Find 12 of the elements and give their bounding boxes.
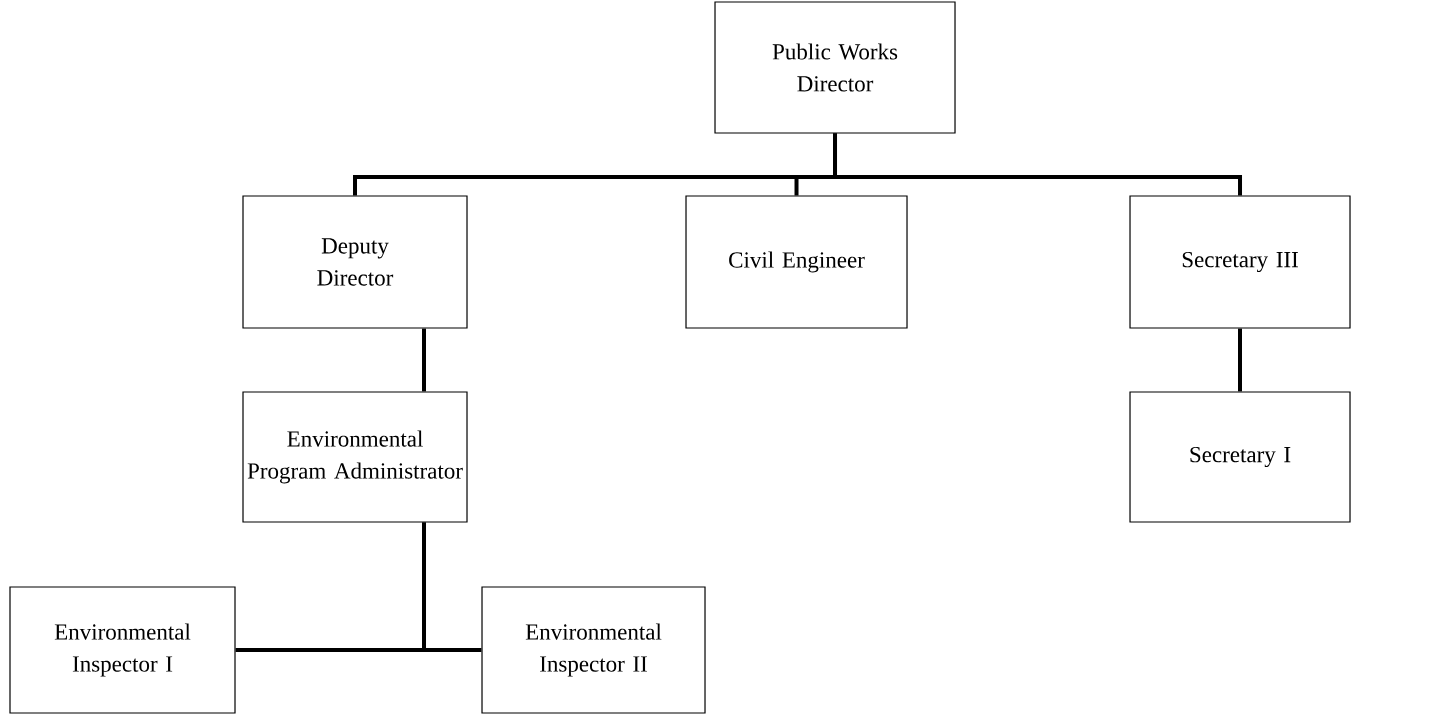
position-box: Public Works Director (714, 1, 956, 134)
position-box: Environmental Inspector I (9, 586, 236, 714)
connector-line (1238, 328, 1242, 392)
connector-line (422, 522, 482, 652)
position-box: Secretary I (1129, 391, 1351, 523)
connector-line (422, 328, 426, 392)
position-box: Environmental Inspector II (481, 586, 706, 714)
connector-line (833, 133, 1242, 196)
position-box: Civil Engineer (685, 195, 908, 329)
position-box: Deputy Director (242, 195, 468, 329)
position-box: Secretary III (1129, 195, 1351, 329)
position-box: Environmental Program Administrator (242, 391, 468, 523)
